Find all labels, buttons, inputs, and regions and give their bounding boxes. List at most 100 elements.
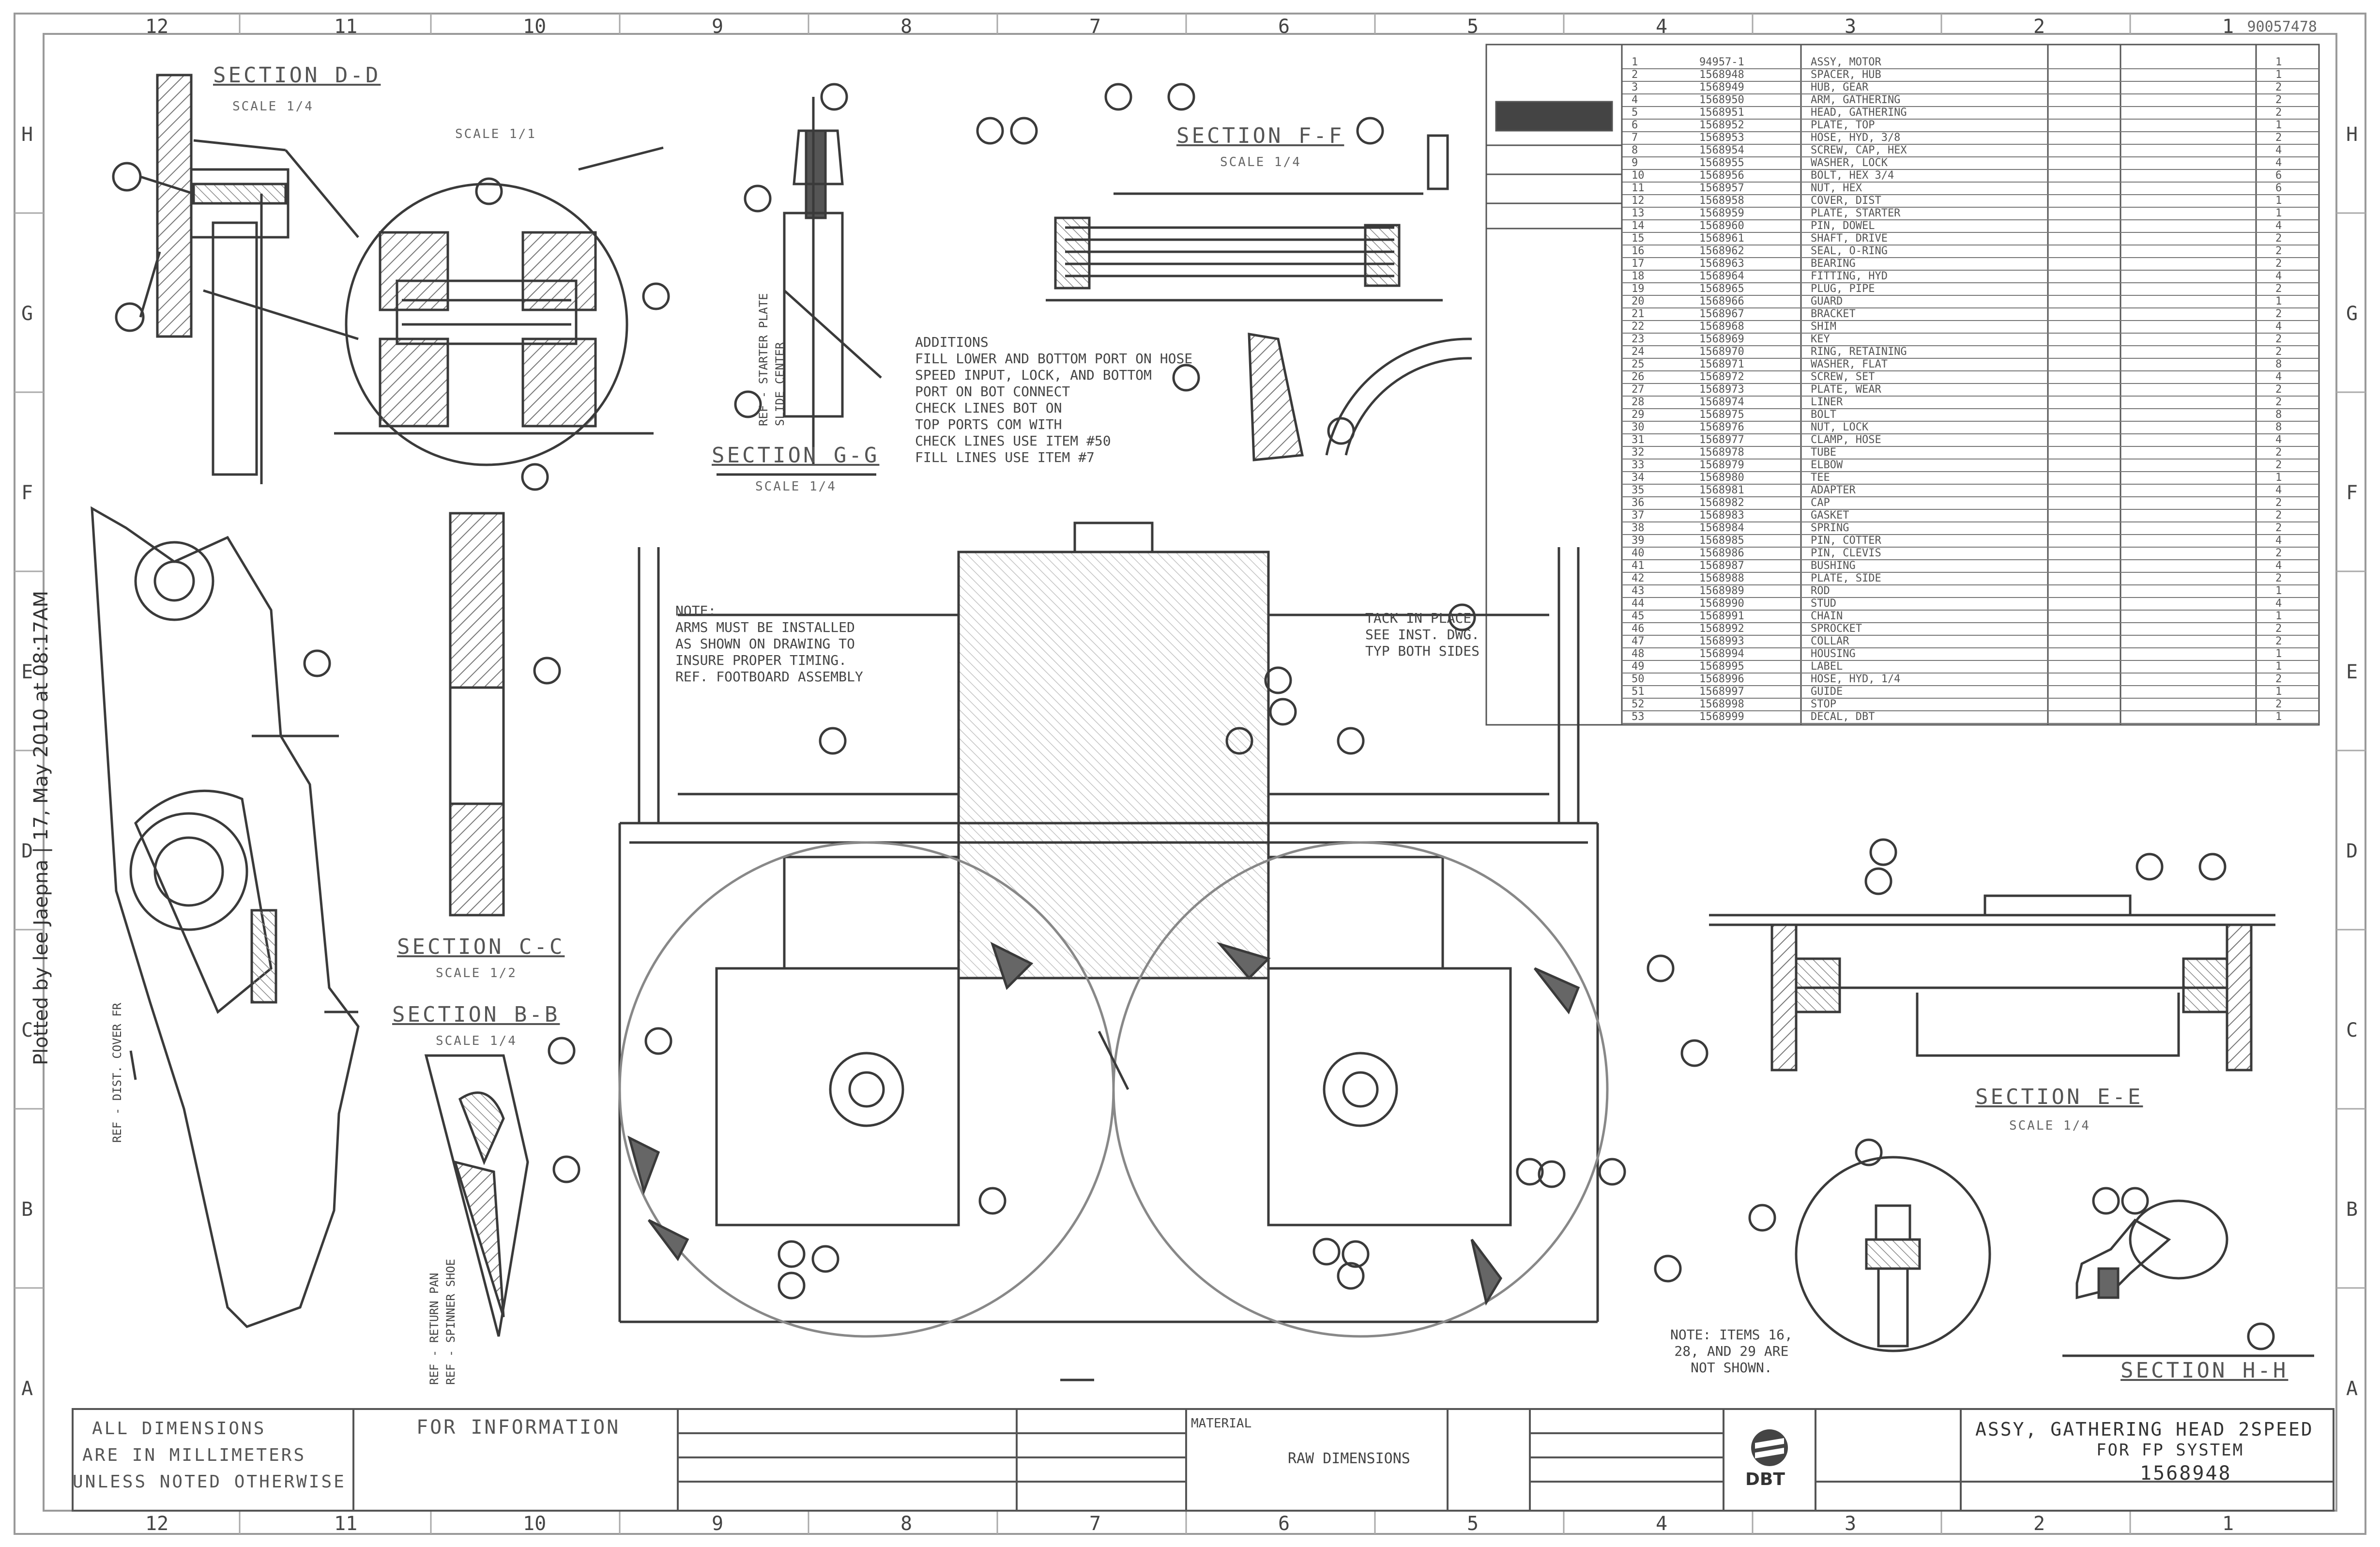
section-c-c-view bbox=[449, 512, 561, 917]
bom-cell: BRACKET bbox=[1811, 308, 1856, 320]
zone-column-label: 12 bbox=[145, 15, 169, 38]
bom-cell: NUT, LOCK bbox=[1811, 421, 1869, 433]
bom-cell: ARM, GATHERING bbox=[1811, 94, 1901, 106]
zone-column-label: 5 bbox=[1467, 1513, 1479, 1535]
bom-cell: BUSHING bbox=[1811, 560, 1856, 572]
zone-row-label: B bbox=[2346, 1198, 2358, 1221]
bom-cell: 27 bbox=[1632, 383, 1645, 396]
bom-cell: 16 bbox=[1632, 245, 1645, 257]
bom-cell: PLUG, PIPE bbox=[1811, 283, 1875, 295]
zone-column-label: 4 bbox=[1656, 15, 1668, 38]
zone-row-label: A bbox=[2346, 1378, 2358, 1400]
zone-column-label: 3 bbox=[1845, 1513, 1857, 1535]
bom-cell: 2 bbox=[2275, 547, 2282, 559]
drawing-number: 1568948 bbox=[2140, 1462, 2232, 1485]
bom-cell: LINER bbox=[1811, 396, 1843, 408]
bom-cell: 1 bbox=[2275, 660, 2282, 673]
bom-cell: 1568959 bbox=[1699, 207, 1744, 219]
bom-cell: 38 bbox=[1632, 522, 1645, 534]
bom-cell: 1 bbox=[2275, 207, 2282, 219]
bom-cell: 2 bbox=[2275, 522, 2282, 534]
bom-cell: TUBE bbox=[1811, 446, 1836, 459]
bom-cell: GUIDE bbox=[1811, 686, 1843, 698]
bom-cell: ADAPTER bbox=[1811, 484, 1856, 496]
bom-cell: 6 bbox=[1632, 119, 1638, 131]
bom-cell: 1568982 bbox=[1699, 497, 1744, 509]
zone-row-label: E bbox=[21, 661, 33, 683]
bom-cell: 45 bbox=[1632, 610, 1645, 622]
bom-cell: 15 bbox=[1632, 232, 1645, 245]
bom-cell: 1568991 bbox=[1699, 610, 1744, 622]
bom-cell: 25 bbox=[1632, 358, 1645, 370]
bom-cell: 1568969 bbox=[1699, 333, 1744, 345]
zone-column-label: 12 bbox=[145, 1513, 169, 1535]
bom-cell: 6 bbox=[2275, 182, 2282, 194]
bom-cell: 1568999 bbox=[1699, 711, 1744, 723]
status-label: FOR INFORMATION bbox=[416, 1416, 621, 1439]
zone-column-label: 6 bbox=[1278, 15, 1290, 38]
ref-dist-cover: REF - DIST. COVER FR bbox=[110, 1003, 124, 1143]
bom-cell: 1 bbox=[2275, 295, 2282, 307]
bom-cell: SPRING bbox=[1811, 522, 1849, 534]
bom-cell: PLATE, TOP bbox=[1811, 119, 1875, 131]
bom-cell: 4 bbox=[2275, 270, 2282, 282]
drawing-subtitle: FOR FP SYSTEM bbox=[2096, 1440, 2244, 1460]
bom-cell: 50 bbox=[1632, 673, 1645, 685]
arms-timing-note: NOTE: ARMS MUST BE INSTALLED AS SHOWN ON… bbox=[675, 603, 863, 685]
bom-cell: 1568979 bbox=[1699, 459, 1744, 471]
bom-cell: 9 bbox=[1632, 157, 1638, 169]
bom-cell: 1568970 bbox=[1699, 346, 1744, 358]
revision-box bbox=[1485, 44, 1623, 230]
bom-cell: 13 bbox=[1632, 207, 1645, 219]
bom-cell: STUD bbox=[1811, 597, 1836, 610]
bom-cell: 4 bbox=[2275, 434, 2282, 446]
bom-cell: 8 bbox=[2275, 409, 2282, 421]
bom-cell: 40 bbox=[1632, 547, 1645, 559]
bom-cell: 1568975 bbox=[1699, 409, 1744, 421]
bom-cell: 1568996 bbox=[1699, 673, 1744, 685]
bom-cell: 1 bbox=[2275, 119, 2282, 131]
bom-cell: 1 bbox=[2275, 69, 2282, 81]
zone-ticks bbox=[15, 14, 2365, 1534]
bom-cell: 46 bbox=[1632, 623, 1645, 635]
bom-cell: 2 bbox=[2275, 698, 2282, 710]
bom-cell: 2 bbox=[2275, 94, 2282, 106]
bom-cell: 21 bbox=[1632, 308, 1645, 320]
section-b-b-scale: SCALE 1/4 bbox=[436, 1034, 517, 1048]
bom-cell: 41 bbox=[1632, 560, 1645, 572]
bom-row-lines bbox=[1622, 68, 2319, 724]
bom-cell: NUT, HEX bbox=[1811, 182, 1862, 194]
bom-cell: 4 bbox=[1632, 94, 1638, 106]
zone-row-label: G bbox=[21, 303, 33, 325]
section-h-h-view bbox=[1748, 1138, 1991, 1352]
section-d-d-view bbox=[112, 74, 359, 484]
bom-cell: 11 bbox=[1632, 182, 1645, 194]
zone-column-label: 6 bbox=[1278, 1513, 1290, 1535]
section-e-e-title: SECTION E-E bbox=[1975, 1085, 2143, 1109]
bom-cell: 1568995 bbox=[1699, 660, 1744, 673]
bom-cell: 1568974 bbox=[1699, 396, 1744, 408]
section-f-note: ADDITIONS FILL LOWER AND BOTTOM PORT ON … bbox=[915, 334, 1193, 465]
section-detail-view bbox=[2062, 1187, 2314, 1357]
bom-cell: 32 bbox=[1632, 446, 1645, 459]
bom-cell: 2 bbox=[2275, 258, 2282, 270]
bom-cell: 17 bbox=[1632, 258, 1645, 270]
bom-cell: 1 bbox=[2275, 648, 2282, 660]
bom-cell: 2 bbox=[2275, 497, 2282, 509]
